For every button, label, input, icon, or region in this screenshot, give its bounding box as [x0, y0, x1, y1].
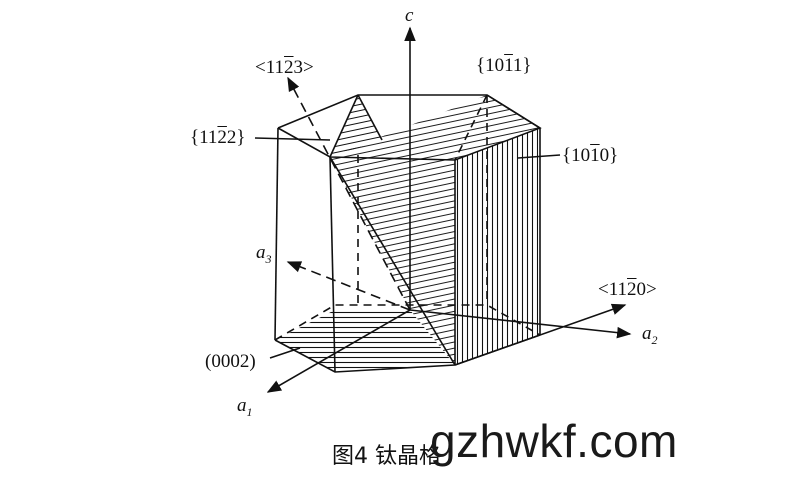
a2-base: a	[642, 323, 652, 344]
dir-1120-bar: 2	[627, 279, 637, 300]
a1-axis-label: a1	[237, 396, 253, 418]
c-axis-label: c	[405, 5, 414, 26]
direction-1123-label: <1123>	[255, 58, 314, 77]
a3-sub: 3	[265, 252, 272, 266]
plane-1011-bar: 1	[504, 55, 513, 76]
plane-1122-bar: 2	[217, 127, 227, 148]
basal-plane-0002	[275, 310, 455, 372]
dir-1123-bar: 2	[284, 57, 294, 78]
crystal-edges	[274, 94, 542, 373]
a2-axis-label: a2	[642, 324, 658, 346]
pyramidal-plane-1122	[330, 95, 382, 157]
a1-sub: 1	[246, 405, 253, 419]
plane-1010-bar: 1	[590, 145, 600, 166]
a1-axis	[266, 309, 411, 393]
plane-1011-pre: {10	[476, 55, 505, 76]
dir-1120-post: 0>	[636, 279, 657, 300]
plane-1011-post: 1}	[512, 55, 532, 76]
hidden-edges	[274, 94, 541, 341]
a3-axis	[286, 261, 411, 311]
axes	[254, 26, 632, 393]
plane-1010-post: 0}	[599, 145, 619, 166]
pyramidal-plane-1011	[330, 95, 540, 365]
a2-sub: 2	[651, 333, 658, 347]
plane-1122-pre: {11	[190, 127, 218, 148]
dir-1123-post: 3>	[293, 57, 314, 78]
dir-1120-pre: <11	[598, 279, 628, 300]
plane-1122-post: 2}	[226, 127, 246, 148]
leader-1122	[254, 137, 331, 141]
direction-1120-label: <1120>	[598, 280, 657, 299]
a2-axis	[409, 309, 632, 339]
leader-1010	[517, 154, 561, 159]
a3-axis-label: a3	[256, 243, 272, 265]
a1-base: a	[237, 395, 247, 416]
plane-1011-label: {1011}	[476, 56, 532, 75]
leader-0002	[269, 347, 301, 359]
dir-1123-pre: <11	[255, 57, 285, 78]
dir-1120-arrow	[454, 303, 627, 366]
plane-1010-pre: {10	[562, 145, 591, 166]
plane-1122-label: {1122}	[190, 128, 246, 147]
plane-1010-label: {1010}	[562, 146, 618, 165]
a3-base: a	[256, 242, 266, 263]
watermark: gzhwkf.com	[430, 415, 678, 467]
plane-0002-label: (0002)	[205, 351, 256, 372]
prism-plane-1010	[455, 128, 540, 365]
figure-caption: 图4 钛晶格	[332, 444, 441, 469]
dir-1123-arrow	[287, 76, 411, 311]
